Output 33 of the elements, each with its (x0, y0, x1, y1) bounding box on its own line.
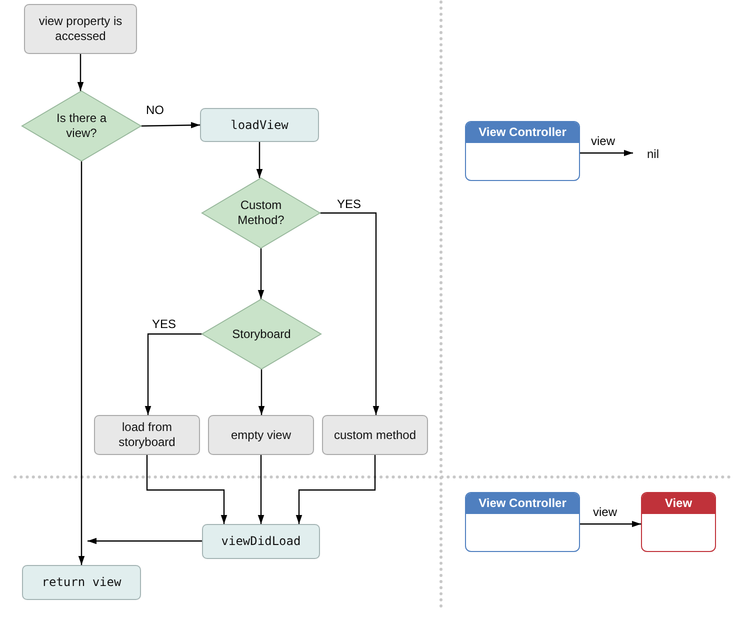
process-box: custom method (322, 415, 428, 455)
decision-diamond: Is there a view? (22, 91, 141, 161)
process-box: load from storyboard (94, 415, 200, 455)
edge-label: YES (151, 318, 178, 331)
code-box: viewDidLoad (202, 524, 320, 559)
arrow (258, 455, 264, 524)
arrow (256, 142, 263, 178)
arrow (144, 333, 202, 415)
arrow (78, 161, 85, 565)
object-card: View Controller (465, 121, 580, 181)
object-card: View Controller (465, 492, 580, 552)
decision-diamond: Custom Method? (202, 178, 320, 248)
edge-label: view (590, 135, 616, 148)
process-box: empty view (208, 415, 314, 455)
arrow (140, 122, 200, 128)
arrow (77, 54, 84, 91)
edge-label: view (592, 506, 618, 519)
code-box: loadView (200, 108, 319, 142)
process-box: view property is accessed (24, 4, 137, 54)
decision-diamond: Storyboard (202, 299, 321, 369)
arrow (258, 369, 265, 415)
edge-label: NO (145, 104, 165, 117)
arrow (88, 538, 202, 544)
arrow (580, 150, 633, 156)
arrow (146, 455, 228, 524)
arrow (320, 212, 380, 415)
edge-label: YES (336, 198, 362, 211)
code-box: return view (22, 565, 141, 600)
arrow (258, 248, 264, 299)
value-text: nil (641, 146, 661, 162)
arrow (296, 455, 376, 524)
arrow (580, 520, 641, 528)
object-card: View (641, 492, 716, 552)
